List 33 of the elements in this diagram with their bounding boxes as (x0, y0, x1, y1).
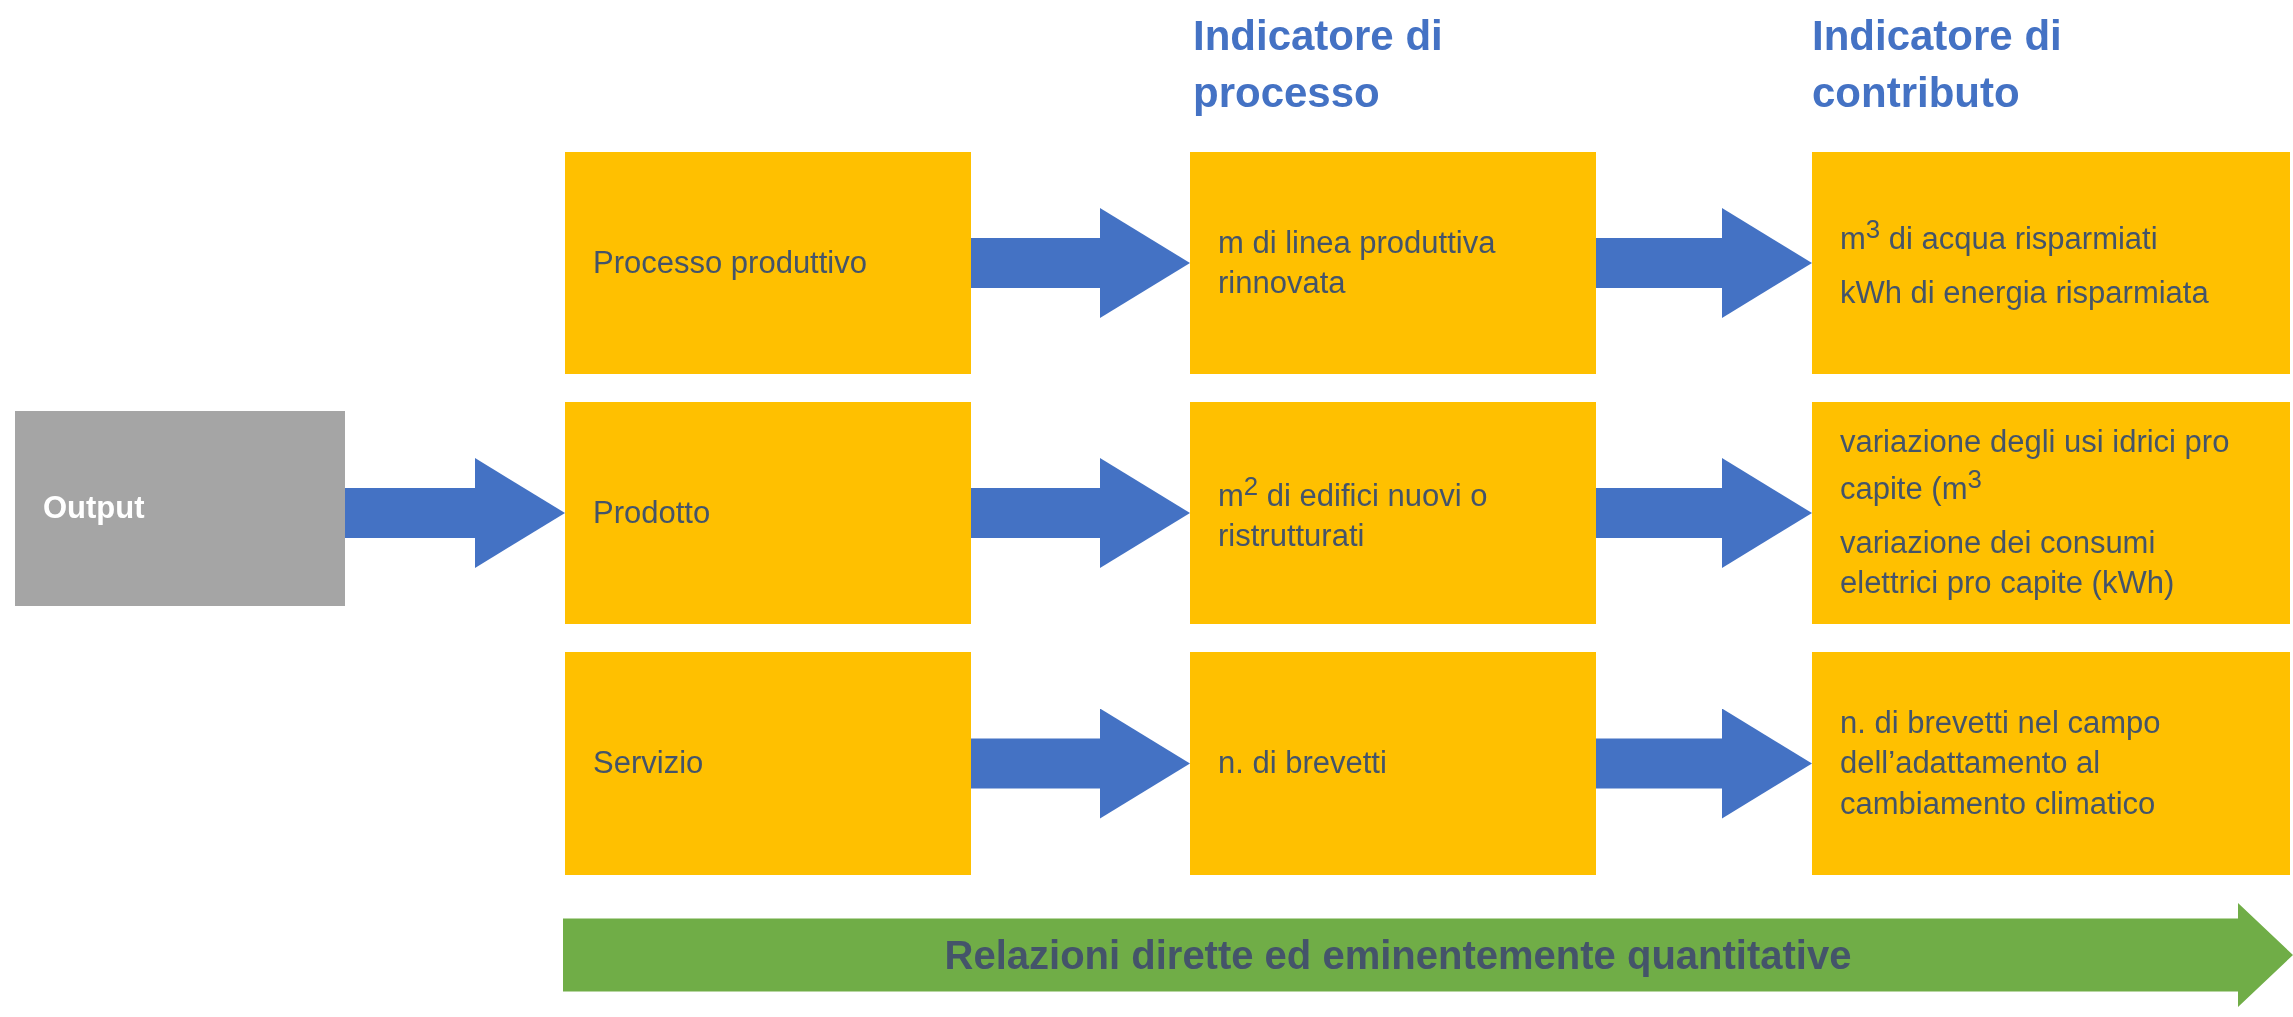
block-arrow (971, 208, 1190, 318)
column-heading: Indicatore di processo (1193, 11, 1444, 118)
block-arrow (1596, 208, 1812, 318)
box-text: kWh di energia risparmiata (1840, 274, 2210, 313)
box-text: m$^{2}$ di edifici nuovi o ristrutturati (1218, 470, 1489, 556)
box-text: variazione degli usi idrici pro capite (m$^{3}$ (1840, 423, 2231, 508)
box-text: variazione dei consumi elettrici pro capite (kWh) (1840, 524, 2176, 603)
box-text: Processo produttivo (593, 243, 868, 282)
box-text: Prodotto (593, 493, 712, 532)
output-box (15, 411, 345, 606)
indicator-box (1190, 402, 1596, 624)
indicator-box (1812, 152, 2290, 374)
box-text: m$^{3}$ di acqua risparmiati (1840, 213, 2159, 258)
block-arrow (971, 458, 1190, 568)
indicator-box (1190, 652, 1596, 875)
block-arrow (1596, 708, 1812, 819)
column-heading: Indicatore di contributo (1812, 11, 2063, 118)
banner-text: Relazioni dirette ed eminentemente quantitative (944, 932, 1853, 979)
block-arrow (971, 708, 1190, 819)
box-text: Servizio (593, 744, 705, 783)
block-arrow (1596, 458, 1812, 568)
arrow-banner (563, 903, 2293, 1007)
indicator-box (1812, 652, 2290, 875)
indicator-box (565, 402, 971, 624)
box-text: Output (43, 489, 146, 528)
block-arrow (345, 458, 565, 568)
indicator-box (565, 152, 971, 374)
box-text: n. di brevetti nel campo dell’adattamento al cambiamento climatico (1840, 704, 2162, 823)
indicator-box (1812, 402, 2290, 624)
box-text: n. di brevetti (1218, 744, 1388, 783)
box-text: m di linea produttiva rinnovata (1218, 223, 1497, 302)
indicator-box (565, 652, 971, 875)
indicator-box (1190, 152, 1596, 374)
